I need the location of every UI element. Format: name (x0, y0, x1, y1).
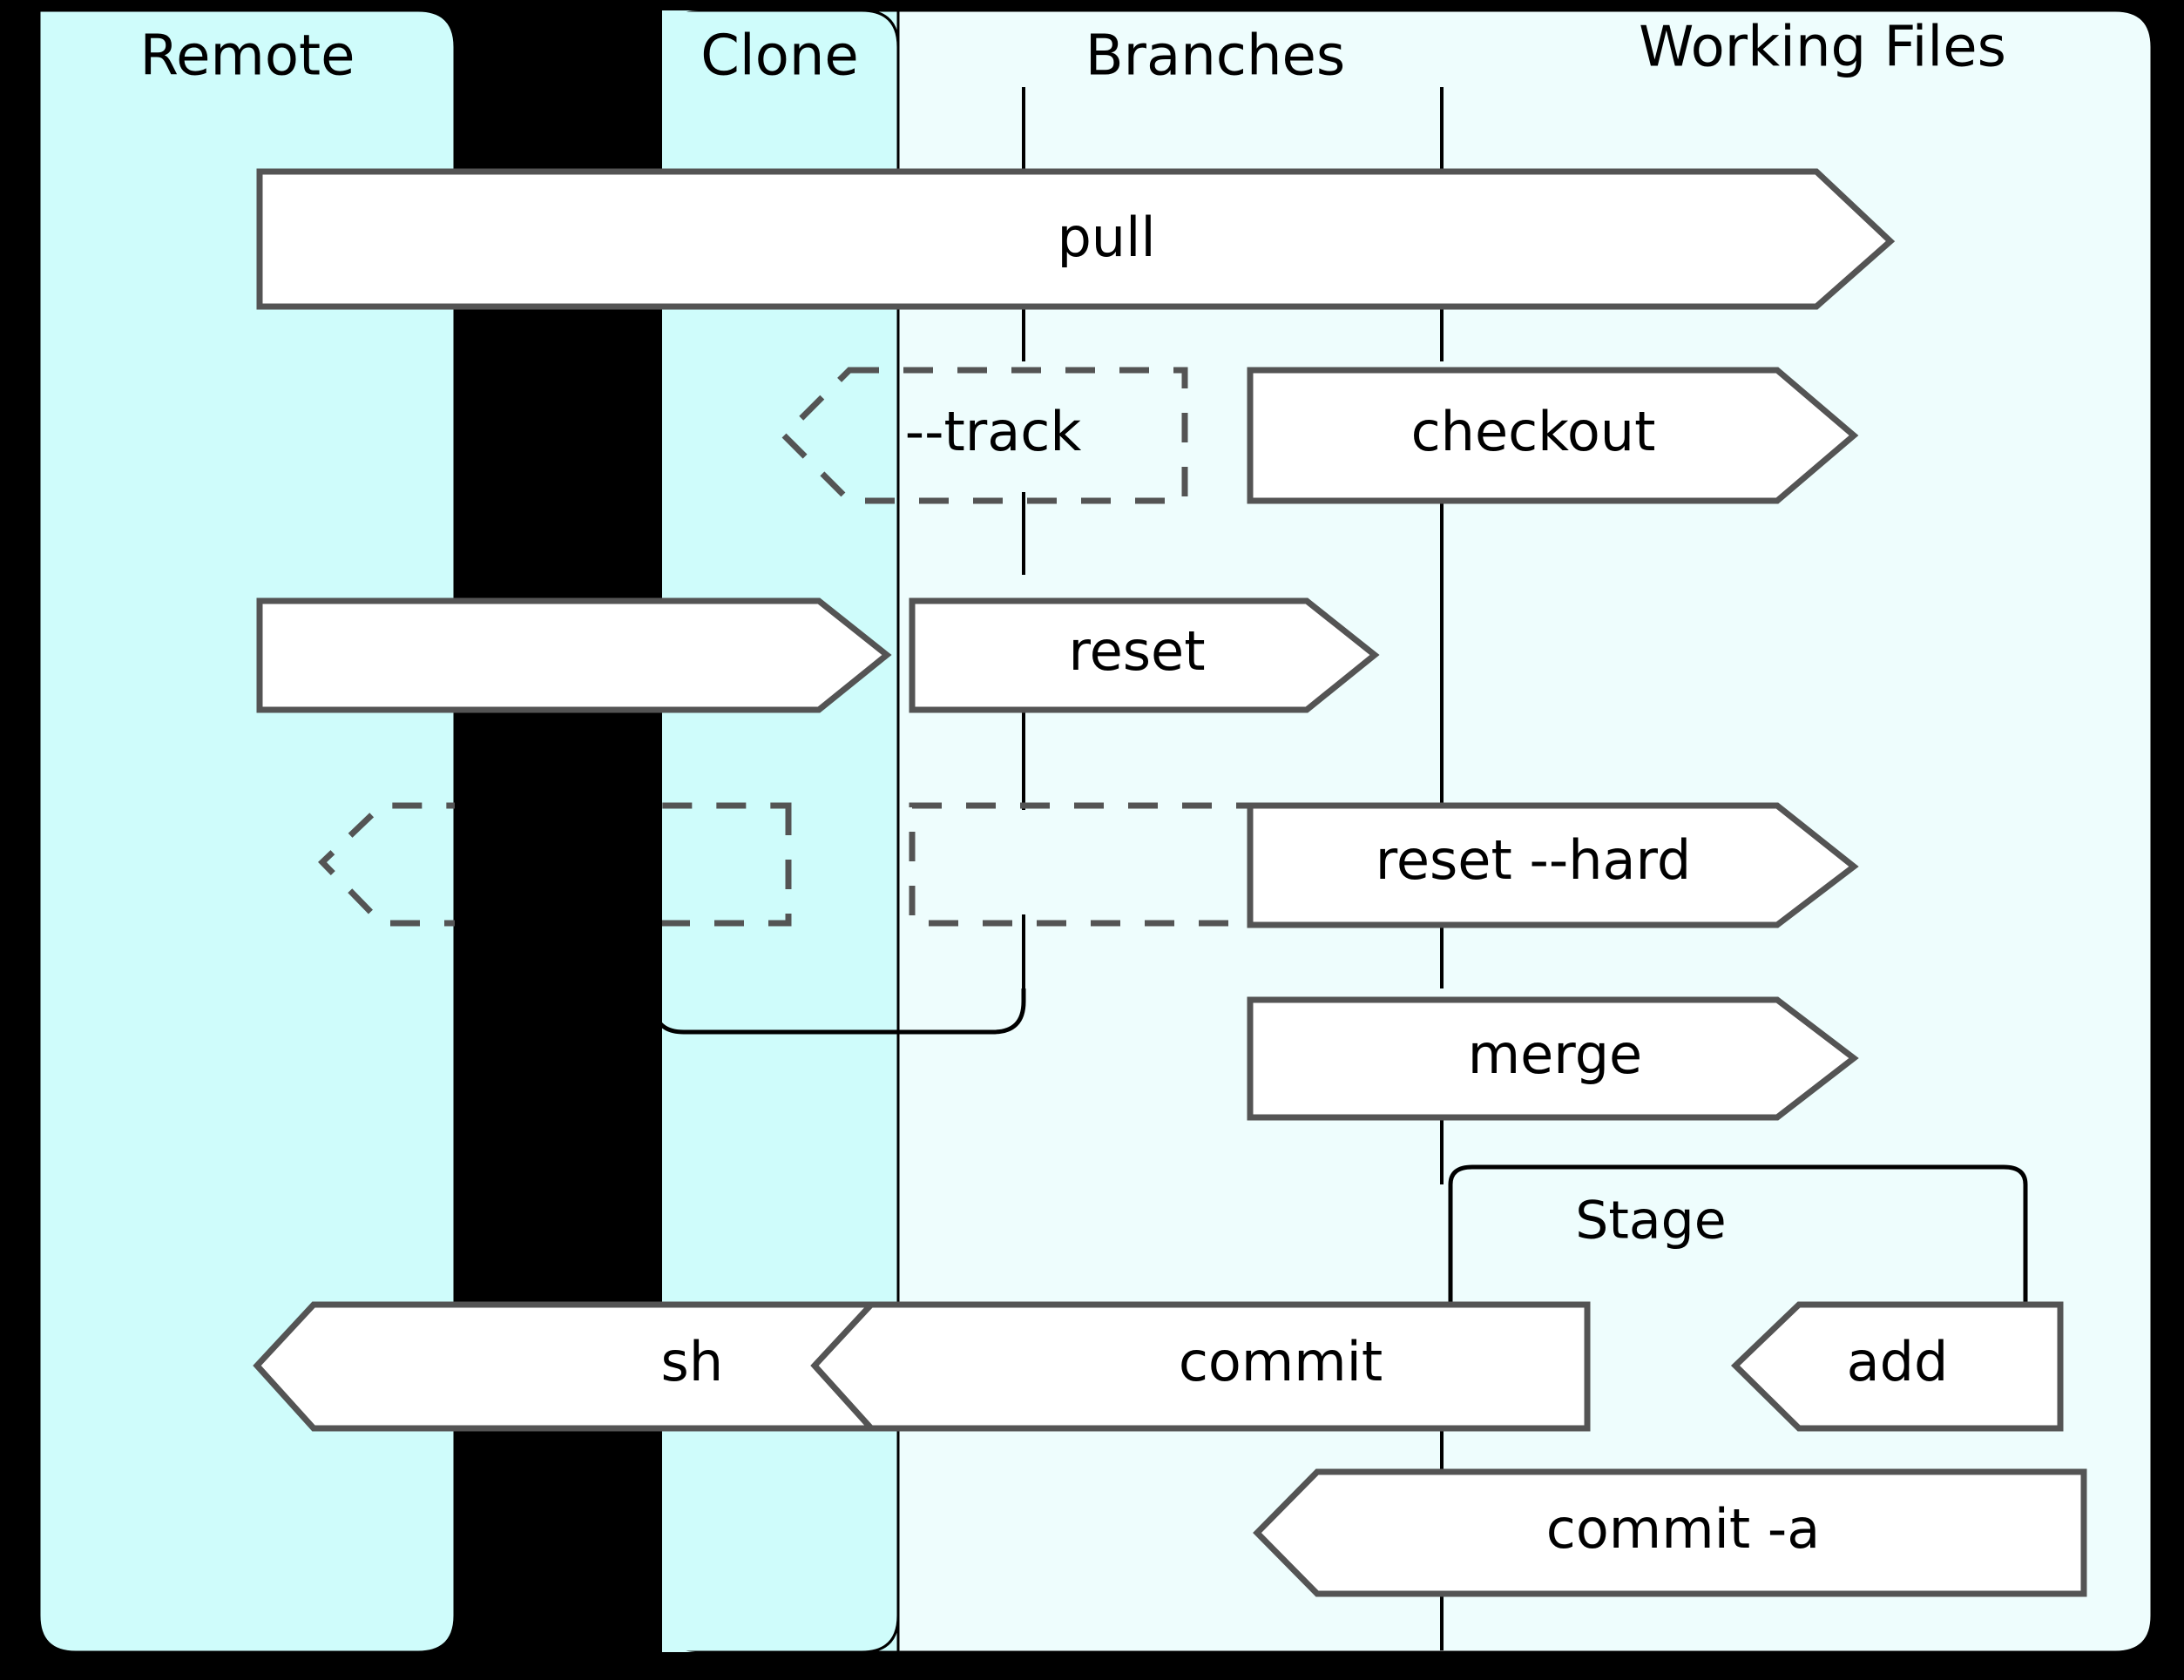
push-over-gutter (455, 1307, 662, 1426)
op-reset-hard-shape[interactable] (1247, 802, 1859, 928)
op-merge-dashed[interactable] (318, 802, 792, 927)
group-stage-outline (1448, 1164, 2028, 1359)
op-merge-label: merge (1468, 1022, 1642, 1086)
op-commit[interactable]: commit (810, 1301, 1591, 1432)
op-commit-a-label: commit -a (1546, 1497, 1820, 1561)
op-track-shape[interactable] (780, 367, 1188, 504)
op-track-label: --track (905, 400, 1082, 463)
op-reset-label: reset (1068, 619, 1205, 683)
pull-over-gutter (455, 174, 662, 304)
op-reset-shape[interactable] (909, 597, 1380, 713)
op-add[interactable]: add (1730, 1301, 2064, 1432)
lane-label-remote: Remote (140, 24, 355, 89)
lane-label-working-files: Working Files (1639, 16, 2006, 80)
lane-label-clone: Clone (700, 24, 859, 89)
lane-label-branches: Branches (1085, 24, 1345, 89)
op-reset[interactable]: reset (909, 597, 1380, 713)
op-merge[interactable]: merge (1247, 996, 1859, 1121)
op-commit-label: commit (1179, 1330, 1383, 1393)
op-track[interactable]: --track (780, 367, 1188, 504)
op-commit-shape[interactable] (810, 1301, 1591, 1432)
gutter-crossing-shapes (455, 168, 662, 1432)
fetch-over-gutter (455, 604, 662, 708)
op-checkout-label: checkout (1411, 400, 1656, 463)
op-pull[interactable]: pull (256, 168, 1896, 310)
lane-remote (37, 9, 456, 1654)
op-merge-shape[interactable] (1247, 996, 1859, 1121)
op-commit-a[interactable]: commit -a (1253, 1468, 2087, 1597)
op-pull-shape[interactable] (256, 168, 1896, 310)
group-stage-label: Stage (1575, 1191, 1726, 1252)
op-checkout[interactable]: checkout (1247, 367, 1859, 504)
op-commit-a-shape[interactable] (1253, 1468, 2087, 1597)
op-reset-hard[interactable]: reset --hard (1247, 802, 1859, 928)
lane-remote-body (37, 9, 456, 1654)
op-pull-label: pull (1057, 206, 1155, 269)
op-reset-hard-label: reset --hard (1376, 828, 1692, 892)
op-merge-dashed-shape[interactable] (318, 802, 792, 927)
op-checkout-shape[interactable] (1247, 367, 1859, 504)
op-add-shape[interactable] (1730, 1301, 2064, 1432)
op-add-label: add (1847, 1330, 1949, 1393)
